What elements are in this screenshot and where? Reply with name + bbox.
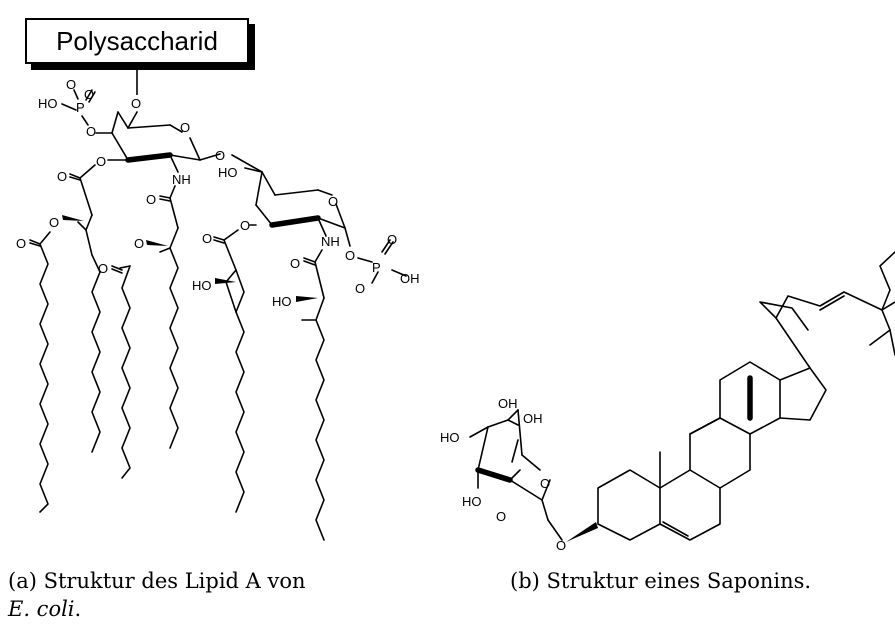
svg-text:O: O (49, 215, 59, 230)
svg-text:HO: HO (440, 430, 460, 445)
svg-text:P: P (372, 260, 381, 275)
svg-text:O: O (98, 261, 108, 276)
svg-text:O: O (84, 87, 94, 102)
caption-a-tag: (a) (8, 569, 37, 593)
svg-text:O: O (328, 194, 338, 209)
svg-text:O: O (496, 509, 506, 524)
sugar-ring-2 (255, 171, 346, 229)
svg-text:HO: HO (462, 494, 482, 509)
caption-b: (b) Struktur eines Saponins. (510, 567, 890, 595)
svg-text:O: O (131, 96, 141, 111)
svg-text:O: O (345, 248, 355, 263)
svg-text:HO: HO (192, 278, 212, 293)
svg-text:O: O (96, 154, 106, 169)
svg-text:OH: OH (498, 396, 518, 411)
svg-text:O: O (556, 538, 566, 553)
svg-text:O: O (86, 124, 96, 139)
svg-text:O: O (57, 169, 67, 184)
svg-text:O: O (240, 218, 250, 233)
svg-text:HO: HO (218, 165, 238, 180)
caption-b-tag: (b) (510, 569, 540, 593)
svg-text:O: O (290, 256, 300, 271)
svg-text:NH: NH (172, 172, 191, 187)
fatty-chains (29, 214, 325, 541)
svg-text:OH: OH (523, 411, 543, 426)
polysaccharid-label: Polysaccharid (56, 25, 218, 56)
sugar-ring-1 (111, 111, 201, 163)
svg-text:P: P (76, 100, 85, 115)
svg-text:O: O (355, 281, 365, 296)
svg-text:HO: HO (38, 96, 58, 111)
caption-a-text: Struktur des Lipid A von (43, 569, 306, 593)
atom-labels-a: O O HO P O O O O O O NH O O O O O HO O O… (16, 77, 420, 309)
svg-text:O: O (215, 148, 225, 163)
svg-text:O: O (540, 476, 550, 491)
caption-b-text: Struktur eines Saponins. (546, 569, 812, 593)
steroid-core (566, 251, 895, 542)
caption-a-end: . (74, 597, 82, 621)
svg-text:O: O (16, 236, 26, 251)
caption-a-species: E. coli (8, 597, 75, 621)
lipid-a-structure (61, 69, 407, 299)
svg-text:HO: HO (272, 294, 292, 309)
svg-text:O: O (202, 231, 212, 246)
atom-labels-b: OH OH HO O HO O O (440, 396, 566, 553)
saponin-structure: OH OH HO O HO O O (440, 251, 895, 553)
svg-text:O: O (387, 232, 397, 247)
svg-text:O: O (180, 120, 190, 135)
svg-text:O: O (146, 192, 156, 207)
svg-text:OH: OH (400, 271, 420, 286)
svg-text:O: O (66, 77, 76, 92)
polysaccharid-box: Polysaccharid (25, 18, 249, 64)
caption-a: (a) Struktur des Lipid A von E. coli. (8, 567, 408, 623)
svg-text:NH: NH (321, 234, 340, 249)
saponin-sugar (469, 409, 563, 541)
svg-text:O: O (134, 236, 144, 251)
